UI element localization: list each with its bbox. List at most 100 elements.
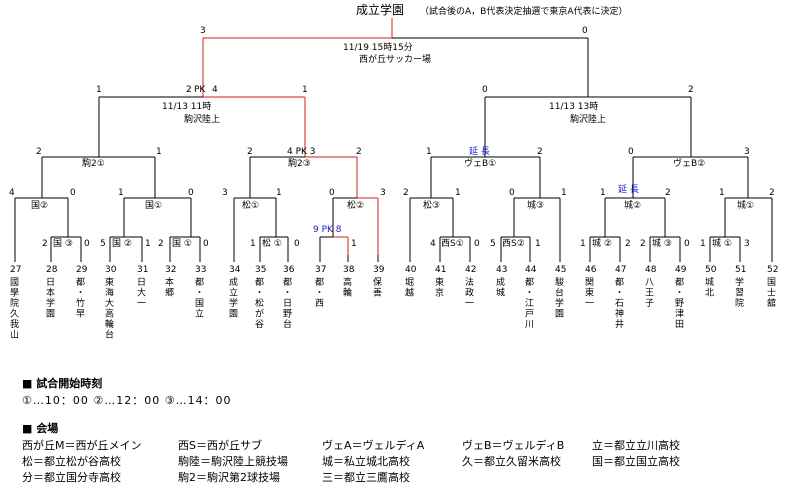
q1-venue: 駒2① <box>82 157 105 169</box>
r2-1-venue: 国 ③ <box>53 238 73 249</box>
r2-6-score-l: 4 <box>430 239 436 249</box>
venue-legend-item: 立＝都立立川高校 <box>592 439 680 452</box>
r3-2-venue: 国① <box>145 200 162 211</box>
team-name-char: 谷 <box>255 319 264 330</box>
r2-10-score-l: 1 <box>700 239 706 249</box>
team-name-char: 高 <box>343 276 352 288</box>
team-name-char: 井 <box>615 318 624 330</box>
team-name-char: 台 <box>283 318 292 330</box>
q3-venue: ヴェB① <box>464 157 496 169</box>
team-name-char: 園 <box>555 309 564 320</box>
r2-9-score-l: 2 <box>640 239 646 249</box>
r3-2-score-l: 1 <box>118 188 124 198</box>
team-name-char: 関 <box>585 277 594 288</box>
team-name-char: 學 <box>10 287 19 299</box>
team-name-char: 津 <box>675 309 684 320</box>
team-number: 45 <box>555 265 566 275</box>
team-name-char: 日 <box>283 298 292 309</box>
team-name-char: 野 <box>675 298 684 309</box>
venue-legend-item: 三＝都立三鷹高校 <box>322 471 410 484</box>
team-number: 42 <box>465 265 476 275</box>
team-number: 49 <box>675 265 687 275</box>
r3-5-score-l: 2 <box>403 188 409 198</box>
team-name-char: 本 <box>165 276 174 288</box>
r3-4-venue: 松② <box>347 199 364 211</box>
semi-left-outer-score-l: 1 <box>96 85 102 95</box>
team-number: 27 <box>10 265 21 275</box>
team-name-char: 一 <box>137 299 146 309</box>
r2-8-score-l: 1 <box>580 239 586 249</box>
r2-4-score-r: 0 <box>294 239 300 249</box>
team-name-char: 都 <box>76 277 85 288</box>
q2-venue: 駒2③ <box>288 157 311 169</box>
r2-6-venue: 西S① <box>441 238 464 249</box>
team-name-char: 田 <box>675 319 684 330</box>
round2-matches: 2 国 ③ 0 5 国 ② 1 2 国 ① 0 1 松 ① 0 9 PK 8 1… <box>42 225 750 255</box>
team-name-char: 城 <box>496 288 505 299</box>
semi-left-score-l: 2 <box>186 85 192 95</box>
r3-1-venue: 国② <box>31 200 48 211</box>
team-name-char: が <box>255 308 264 320</box>
team-number: 51 <box>735 265 746 275</box>
team-name-char: 輪 <box>105 318 114 330</box>
team-name-char: 習 <box>735 288 744 299</box>
team-name-char: 東 <box>585 287 594 299</box>
team-name-char: 日 <box>46 277 55 288</box>
team-name-char: 士 <box>767 287 776 299</box>
q3-score-r: 2 <box>537 147 543 157</box>
venue-legend-item: 城＝私立城北高校 <box>322 455 410 468</box>
r3-7-score-l: 1 <box>600 188 606 198</box>
r3-3-venue: 松① <box>242 199 259 211</box>
r2-3-venue: 国 ① <box>172 238 192 249</box>
team-name-char: 北 <box>705 288 714 299</box>
team-number: 29 <box>76 265 88 275</box>
q2-score-l: 2 <box>247 147 253 157</box>
team-name-char: 院 <box>735 297 744 309</box>
team-name-char: 日 <box>137 277 146 288</box>
r3-6-score-r: 1 <box>561 188 567 198</box>
q4-score-l: 0 <box>628 147 634 157</box>
team-name-char: 園 <box>229 309 238 320</box>
team-name-char: 院 <box>10 297 19 309</box>
bracket-subtitle: （試合後のA，B代表決定抽選で東京A代表に決定） <box>420 5 628 17</box>
venue-legend-item: 駒陸＝駒沢陸上競技場 <box>178 455 288 468</box>
team-number: 35 <box>255 265 266 275</box>
team-number: 43 <box>496 265 507 275</box>
team-name-char: 松 <box>255 297 264 309</box>
venue-legend-item: ヴェB＝ヴェルディB <box>462 439 565 452</box>
team-name-char: 郷 <box>165 288 174 299</box>
team-name-char: ・ <box>76 289 85 299</box>
team-name-char: 石 <box>615 299 624 309</box>
q2-score-r: 2 <box>356 147 362 157</box>
team-name-char: 江 <box>525 298 534 309</box>
team-name-char: 立 <box>229 287 238 299</box>
team-name-char: 堀 <box>405 277 414 288</box>
team-name-char: 一 <box>465 299 474 309</box>
r3-8-score-l: 1 <box>719 188 725 198</box>
team-list: 27國學院久我山28日本学園29都・竹早30東海大高輪台31日大一32本郷33都… <box>10 255 778 341</box>
team-name-char: 都 <box>315 277 324 288</box>
team-name-char: 都 <box>195 277 204 288</box>
r2-3-score-l: 2 <box>158 239 164 249</box>
times-text: ①…10：00 ②…12：00 ③…14：00 <box>22 394 232 407</box>
team-name-char: ・ <box>525 289 534 299</box>
legend-times: ①…10：00 ②…12：00 ③…14：00 <box>22 392 232 408</box>
team-name-char: ・ <box>615 289 624 299</box>
team-name-char: 学 <box>46 297 55 309</box>
tournament-bracket: 成立学園 （試合後のA，B代表決定抽選で東京A代表に決定） 3 0 11/19 … <box>9 2 778 341</box>
r2-2-venue: 国 ② <box>112 238 132 249</box>
venue-legend-item: 駒2＝駒沢第2球技場 <box>178 471 280 484</box>
team-name-char: 台 <box>105 329 114 341</box>
team-name-char: 我 <box>10 319 19 330</box>
semi-left-outer-score-r: 1 <box>302 85 308 95</box>
team-name-char: 立 <box>195 308 204 320</box>
q2-pk: 4 PK 3 <box>287 147 316 157</box>
team-number: 48 <box>645 265 657 275</box>
r2-10-venue: 城 ① <box>712 238 732 249</box>
r2-5-pk: 9 PK 8 <box>313 225 342 235</box>
r3-8-score-r: 2 <box>769 188 775 198</box>
team-name-char: 野 <box>283 309 292 320</box>
semi-right-date: 11/13 13時 <box>549 101 598 112</box>
team-number: 47 <box>615 265 626 275</box>
semi-left-date: 11/13 11時 <box>162 101 211 112</box>
